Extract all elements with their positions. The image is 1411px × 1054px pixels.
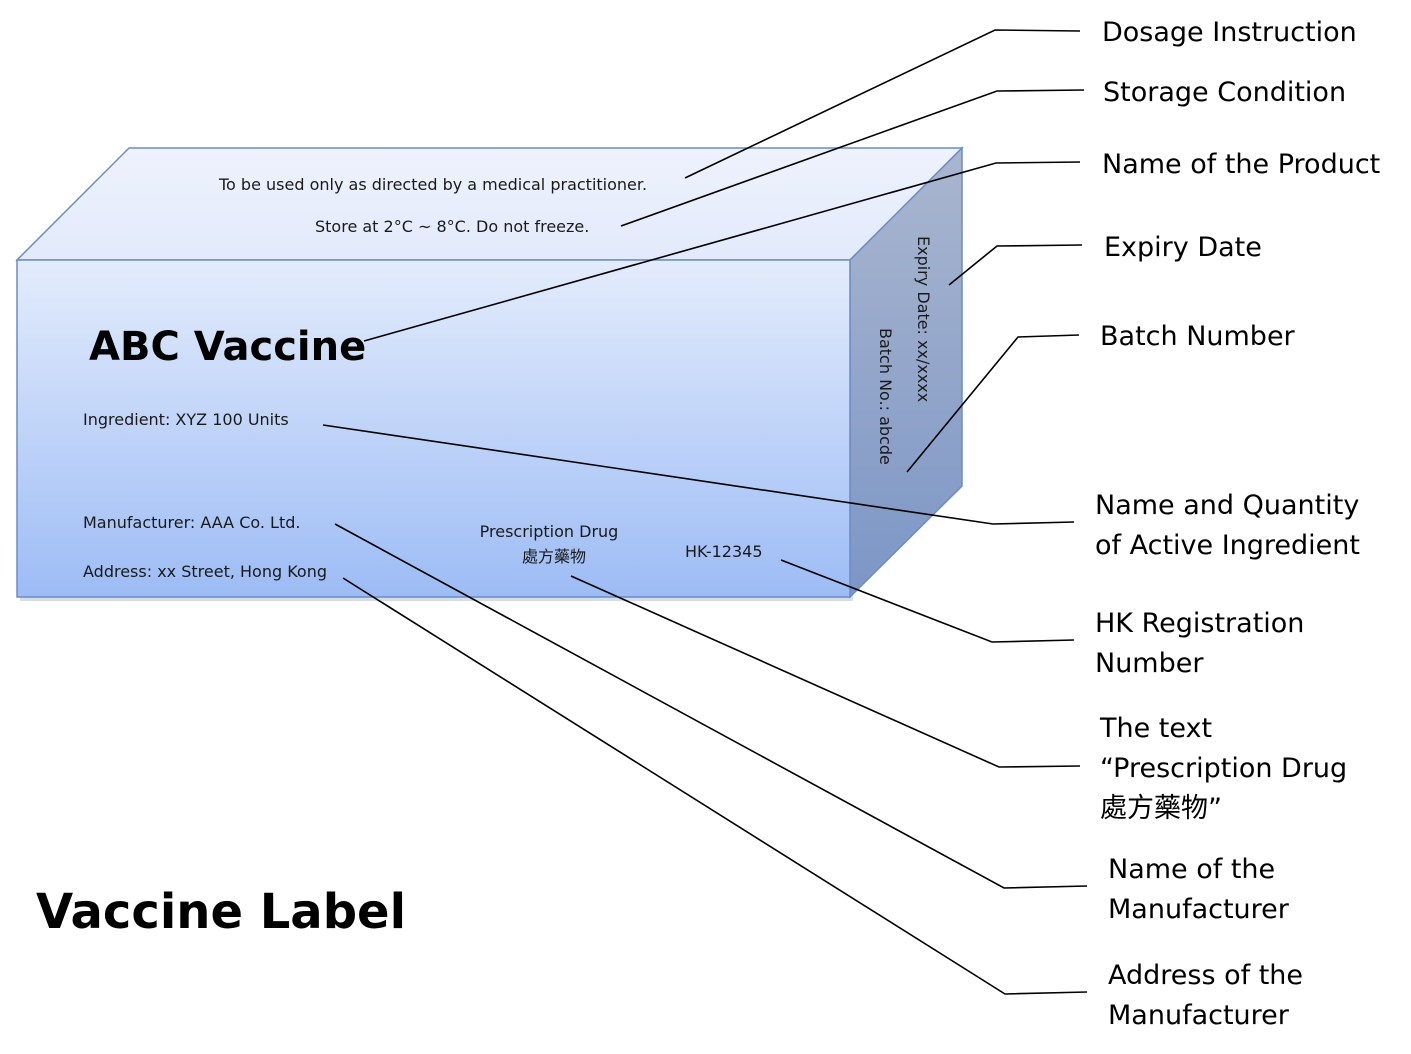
callout-address-line-1: Address of the xyxy=(1108,960,1303,991)
diagram-title: Vaccine Label xyxy=(36,884,406,940)
leader-address xyxy=(342,577,1088,995)
callout-ingredient: Name and Quantity of Active Ingredient xyxy=(1095,490,1368,561)
prescription-drug-en-text: Prescription Drug xyxy=(480,522,619,541)
callout-ingredient-line-2: of Active Ingredient xyxy=(1095,530,1360,561)
expiry-date-text: Expiry Date: xx/xxxx xyxy=(914,236,933,402)
address-text: Address: xx Street, Hong Kong xyxy=(83,562,327,581)
ingredient-text: Ingredient: XYZ 100 Units xyxy=(83,410,289,429)
leader-expiry xyxy=(948,244,1083,286)
batch-number-text: Batch No.: abcde xyxy=(876,328,895,465)
box-front-face xyxy=(16,259,851,598)
callout-dosage: Dosage Instruction xyxy=(1102,17,1357,48)
leader-prescription xyxy=(570,575,1081,768)
callout-manufacturer-line-1: Name of the xyxy=(1108,854,1275,885)
leader-dosage xyxy=(684,29,1081,179)
dosage-instruction-text: To be used only as directed by a medical… xyxy=(218,175,647,194)
leader-manufacturer xyxy=(334,523,1088,889)
callout-ingredient-line-1: Name and Quantity xyxy=(1095,490,1359,521)
leader-batch xyxy=(906,334,1080,473)
leader-lines xyxy=(322,29,1088,995)
leader-registration xyxy=(780,559,1075,643)
callout-dosage-line: Dosage Instruction xyxy=(1102,17,1357,48)
callout-prescription-line-2: “Prescription Drug xyxy=(1100,753,1347,784)
callout-address: Address of the Manufacturer xyxy=(1108,960,1312,1031)
callout-storage: Storage Condition xyxy=(1103,77,1346,108)
callout-registration: HK Registration Number xyxy=(1095,608,1313,679)
storage-condition-text: Store at 2°C ~ 8°C. Do not freeze. xyxy=(315,217,589,236)
leader-product xyxy=(363,161,1081,342)
callout-manufacturer-line-2: Manufacturer xyxy=(1108,894,1290,925)
callout-manufacturer: Name of the Manufacturer xyxy=(1108,854,1290,925)
callout-prescription-line-1: The text xyxy=(1099,713,1212,744)
callout-product-line: Name of the Product xyxy=(1102,149,1380,180)
callout-expiry: Expiry Date xyxy=(1104,232,1262,263)
callout-storage-line: Storage Condition xyxy=(1103,77,1346,108)
callout-prescription-line-3: 處方藥物” xyxy=(1100,793,1222,824)
vaccine-box: To be used only as directed by a medical… xyxy=(15,146,964,601)
callout-expiry-line: Expiry Date xyxy=(1104,232,1262,263)
callout-batch-line: Batch Number xyxy=(1100,321,1296,352)
callout-address-line-2: Manufacturer xyxy=(1108,1000,1290,1031)
leader-ingredient xyxy=(322,424,1075,525)
registration-number-text: HK-12345 xyxy=(685,542,763,561)
manufacturer-text: Manufacturer: AAA Co. Ltd. xyxy=(83,513,300,532)
callout-labels: Dosage Instruction Storage Condition Nam… xyxy=(1095,17,1380,1031)
leader-storage xyxy=(620,89,1085,227)
callout-batch: Batch Number xyxy=(1100,321,1296,352)
prescription-drug-zh-text: 處方藥物 xyxy=(522,547,586,566)
callout-registration-line-2: Number xyxy=(1095,648,1204,679)
box-top-face xyxy=(15,147,964,261)
callout-prescription: The text “Prescription Drug 處方藥物” xyxy=(1099,713,1356,824)
callout-registration-line-1: HK Registration xyxy=(1095,608,1304,639)
product-name-text: ABC Vaccine xyxy=(89,324,366,370)
callout-product: Name of the Product xyxy=(1102,149,1380,180)
